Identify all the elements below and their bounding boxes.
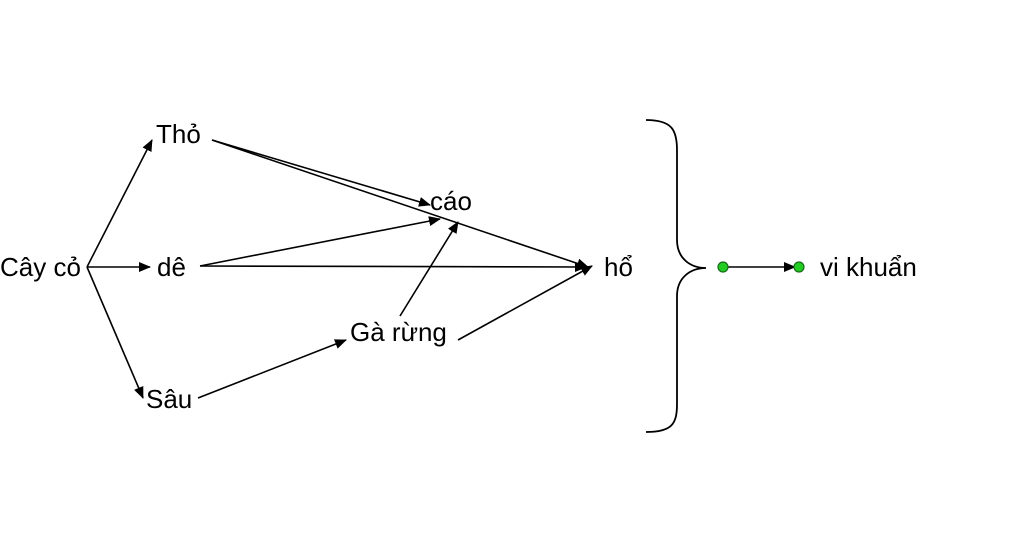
node-sau: Sâu [146, 384, 192, 414]
node-ho: hổ [604, 252, 633, 282]
connector-dot-end [793, 261, 805, 273]
edge-cay-co-to-sau [86, 266, 144, 399]
node-de: dê [157, 252, 186, 282]
edge-de-to-ho [199, 261, 587, 272]
edge-de-to-cao [199, 216, 441, 267]
edge-ga-rung-to-cao [399, 221, 459, 317]
node-ga-rung: Gà rừng [350, 317, 447, 347]
right-brace [645, 119, 707, 433]
edge-cay-co-to-tho [86, 139, 153, 268]
edges [86, 139, 593, 399]
edge-tho-to-cao [211, 139, 431, 207]
node-vi-khuan: vi khuẩn [820, 252, 917, 282]
node-cao: cáo [430, 186, 472, 216]
edge-tho-to-ho [211, 139, 589, 269]
edge-ga-rung-to-ho [457, 265, 593, 341]
node-tho: Thỏ [156, 119, 201, 149]
node-cay-co: Cây cỏ [0, 252, 81, 282]
edge-sau-to-ga-rung [197, 339, 347, 399]
connector-dot-start [717, 261, 729, 273]
